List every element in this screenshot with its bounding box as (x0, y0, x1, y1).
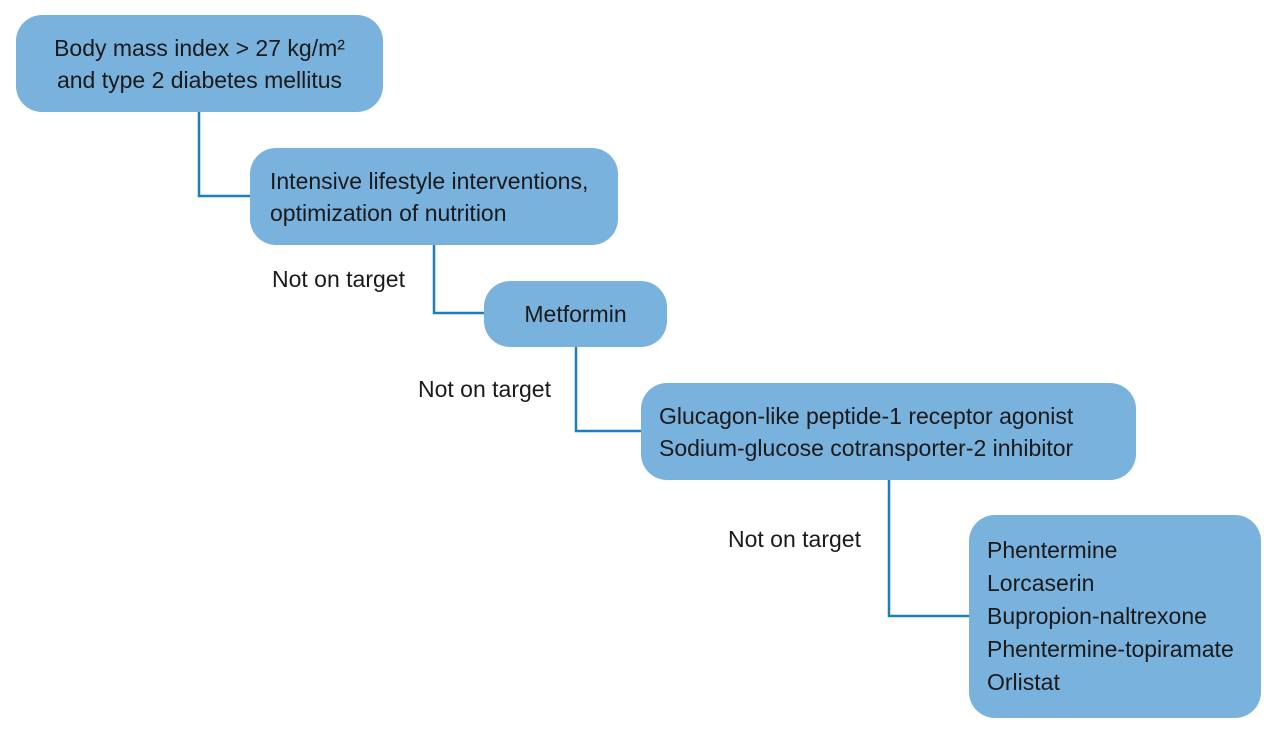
drug-item: Lorcaserin (987, 570, 1095, 596)
connector-metformin-to-glp1 (574, 347, 641, 433)
node-text-line: Body mass index > 27 kg/m² (54, 34, 345, 61)
node-text-line: Metformin (524, 301, 627, 327)
edge-label-not-on-target: Not on target (272, 266, 405, 292)
node-text-line: and type 2 diabetes mellitus (56, 66, 343, 93)
drug-item: Phentermine-topiramate (987, 636, 1234, 662)
edge-label-not-on-target: Not on target (728, 526, 861, 552)
node-text-line: optimization of nutrition (270, 199, 507, 226)
node-bmi-diabetes: Body mass index > 27 kg/m² and type 2 di… (16, 15, 383, 112)
node-anti-obesity-drugs: Phentermine Lorcaserin Bupropion-naltrex… (969, 515, 1261, 718)
edge-label-not-on-target: Not on target (418, 376, 551, 402)
node-text-line: Glucagon-like peptide-1 receptor agonist (659, 402, 1074, 429)
connector-glp1-to-drugs (887, 480, 969, 618)
node-text-line: Intensive lifestyle interventions, (270, 167, 589, 194)
node-glp1-sglt2: Glucagon-like peptide-1 receptor agonist… (641, 383, 1136, 480)
connector-lifestyle-to-metformin (432, 245, 484, 315)
drug-item: Phentermine (987, 537, 1118, 563)
node-lifestyle-interventions: Intensive lifestyle interventions, optim… (250, 148, 618, 245)
drug-item: Bupropion-naltrexone (987, 603, 1207, 629)
node-metformin: Metformin (484, 281, 667, 347)
drug-item: Orlistat (987, 669, 1060, 695)
connector-start-to-lifestyle (197, 112, 250, 198)
node-text-line: Sodium-glucose cotransporter-2 inhibitor (659, 434, 1074, 461)
